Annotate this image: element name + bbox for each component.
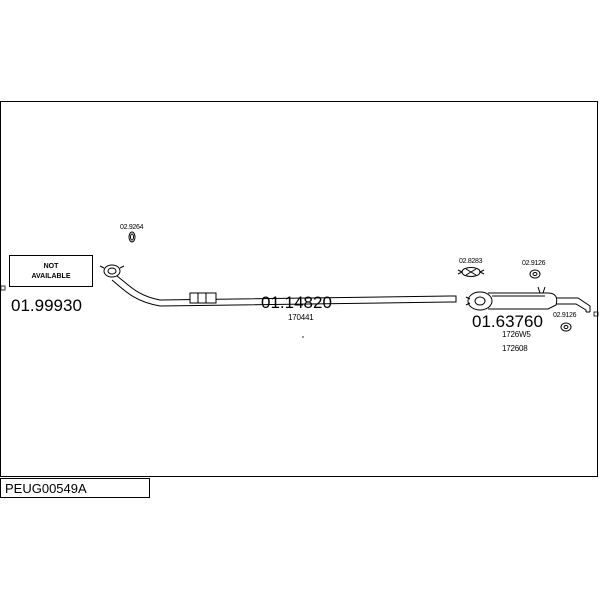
part-middle-pipe: 01.14820 <box>261 293 332 312</box>
diagram-code: PEUG00549A <box>5 481 87 496</box>
part-rear-muffler: 01.63760 <box>472 312 543 331</box>
accessory-rubber-hanger-2: 02.9126 <box>553 312 577 319</box>
accessory-gasket: 02.9264 <box>120 224 144 231</box>
clamp-part <box>457 267 485 277</box>
center-dot <box>302 336 304 338</box>
ref-rear-2: 172608 <box>502 344 528 353</box>
gasket-part <box>128 231 136 243</box>
not-available-box: NOT AVAILABLE <box>9 255 93 287</box>
rubber-hanger-1 <box>529 269 541 279</box>
right-connector-marker <box>593 311 599 317</box>
part-front-pipe: 01.99930 <box>11 296 82 315</box>
middle-pipe <box>111 275 457 307</box>
rear-muffler <box>465 286 591 313</box>
diagram-code-box: PEUG00549A <box>0 478 150 498</box>
left-connector-marker <box>0 285 6 291</box>
accessory-clamp: 02.8283 <box>459 258 483 265</box>
front-flange <box>99 264 125 278</box>
ref-rear-1: 1726W5 <box>502 330 531 339</box>
accessory-rubber-hanger-1: 02.9126 <box>522 260 546 267</box>
rubber-hanger-2 <box>560 322 572 332</box>
not-available-label: NOT AVAILABLE <box>31 263 71 280</box>
ref-middle-pipe: 170441 <box>288 313 314 322</box>
diagram-frame <box>0 101 598 477</box>
